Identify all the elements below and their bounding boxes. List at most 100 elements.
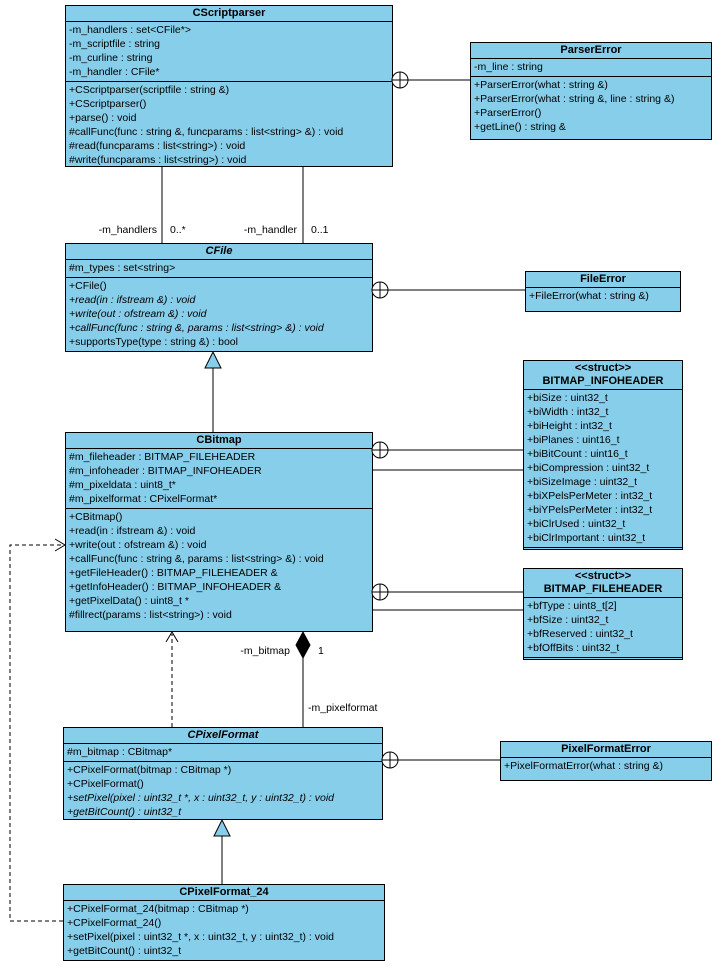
attributes-compartment: #m_bitmap : CBitmap* xyxy=(64,744,382,762)
methods-compartment: +CFile() +read(in : ifstream &) : void +wr… xyxy=(66,278,372,351)
attribute-row: +bfOffBits : uint32_t xyxy=(527,642,620,654)
attribute-row: #m_bitmap : CBitmap* xyxy=(67,746,173,758)
attribute-row: -m_handler : CFile* xyxy=(69,66,160,78)
anchor-cbitmap-infoheader-circle-plus-icon xyxy=(371,441,389,459)
method-row: +getBitCount() : uint32_t xyxy=(67,806,182,818)
attribute-row: +biYPelsPerMeter : int32_t xyxy=(527,504,653,516)
attribute-row: -m_curline : string xyxy=(69,52,153,64)
attributes-compartment: #m_types : set<string> xyxy=(66,260,372,278)
method-row: +CScriptparser(scriptfile : string &) xyxy=(69,84,230,96)
attribute-row: +biHeight : int32_t xyxy=(527,420,612,432)
method-row: +CBitmap() xyxy=(69,511,123,523)
method-row: +setPixel(pixel : uint32_t *, x : uint32… xyxy=(67,931,335,943)
attribute-row: +biSize : uint32_t xyxy=(527,392,608,404)
methods-compartment-empty xyxy=(524,658,682,659)
method-row: +getFileHeader() : BITMAP_FILEHEADER & xyxy=(69,567,278,579)
attribute-row: #m_pixelformat : CPixelFormat* xyxy=(69,493,218,505)
anchor-cfile-fileerror-circle-plus-icon xyxy=(371,281,389,299)
method-row: +read(in : ifstream &) : void xyxy=(69,294,196,306)
attributes-compartment: +biSize : uint32_t +biWidth : int32_t +biH… xyxy=(524,390,682,548)
attribute-row: #m_infoheader : BITMAP_INFOHEADER xyxy=(69,465,262,477)
class-box-CScriptparser[interactable]: CScriptparser-m_handlers : set<CFile*>-m… xyxy=(65,5,393,167)
attribute-row: #m_pixeldata : uint8_t* xyxy=(69,479,176,491)
methods-compartment: +ParserError(what : string &) +ParserErro… xyxy=(471,77,711,139)
class-name: PixelFormatError xyxy=(561,743,651,755)
attribute-row: -m_handlers : set<CFile*> xyxy=(69,24,191,36)
class-box-CBitmap[interactable]: CBitmap #m_fileheader : BITMAP_FILEHEADER… xyxy=(65,432,373,632)
attributes-compartment: +bfType : uint8_t[2]+bfSize : uint32_t+b… xyxy=(524,598,682,658)
class-stereotype: <<struct>> xyxy=(574,570,632,582)
class-box-BITMAP_INFOHEADER[interactable]: <<struct>>BITMAP_INFOHEADER+biSize : uin… xyxy=(523,360,683,550)
method-row: +CPixelFormat() xyxy=(67,778,144,790)
class-box-CFile[interactable]: CFile #m_types : set<string> +CFile() +read… xyxy=(65,243,373,352)
method-row: +FileError(what : string &) xyxy=(529,290,649,302)
attribute-row: +biClrUsed : uint32_t xyxy=(527,518,626,530)
multiplicity-label-bitmap: 1 xyxy=(318,645,324,657)
method-row: +callFunc(func : string &, params : list… xyxy=(69,322,324,334)
method-row: +ParserError(what : string &) xyxy=(474,79,608,91)
anchor-cbitmap-fileheader-circle-plus-icon xyxy=(371,583,389,601)
method-row: +ParserError() xyxy=(474,107,542,119)
attribute-row: #m_fileheader : BITMAP_FILEHEADER xyxy=(69,451,256,463)
class-title: PixelFormatError xyxy=(501,742,711,758)
class-box-CPixelFormat_24[interactable]: CPixelFormat_24+CPixelFormat_24(bitmap :… xyxy=(63,884,385,961)
class-name: BITMAP_FILEHEADER xyxy=(543,583,663,595)
attribute-row: +biWidth : int32_t xyxy=(527,406,609,418)
attribute-row: +biCompression : uint32_t xyxy=(527,462,650,474)
role-label-m-handlers: -m_handlers xyxy=(98,224,157,236)
method-row: +CPixelFormat_24() xyxy=(67,917,162,929)
method-row: #callFunc(func : string &, funcparams : … xyxy=(69,126,344,138)
class-title: FileError xyxy=(526,272,680,288)
method-row: +getPixelData() : uint8_t * xyxy=(69,595,189,607)
class-box-ParserError[interactable]: ParserError -m_line : string +ParserError(… xyxy=(470,42,712,140)
attribute-row: #m_types : set<string> xyxy=(69,262,176,274)
method-row: +CScriptparser() xyxy=(69,98,147,110)
attribute-row: -m_line : string xyxy=(474,61,543,73)
role-label-m-pixelformat: -m_pixelformat xyxy=(308,702,378,714)
dependency-cpixelformat-cbitmap-arrowhead-icon xyxy=(165,631,179,643)
method-row: +setPixel(pixel : uint32_t *, x : uint32… xyxy=(67,792,335,804)
anchor-cpixelformat-pixelformaterror-circle-plus-icon xyxy=(381,751,399,769)
class-box-BITMAP_FILEHEADER[interactable]: <<struct>>BITMAP_FILEHEADER +bfType : uin… xyxy=(523,568,683,660)
methods-compartment: +CPixelFormat_24(bitmap : CBitmap *)+CPi… xyxy=(64,901,384,960)
methods-compartment: +PixelFormatError(what : string &) xyxy=(501,758,711,780)
role-label-m-bitmap: -m_bitmap xyxy=(240,645,290,657)
class-name: CBitmap xyxy=(196,434,242,446)
methods-compartment: +CBitmap() +read(in : ifstream &) : void +… xyxy=(66,509,372,631)
methods-compartment: +CPixelFormat(bitmap : CBitmap *) +CPixel… xyxy=(64,762,382,819)
attribute-row: +biPlanes : uint16_t xyxy=(527,434,620,446)
method-row: +getInfoHeader() : BITMAP_INFOHEADER & xyxy=(69,581,282,593)
class-box-FileError[interactable]: FileError +FileError(what : string &) xyxy=(525,271,681,312)
class-name: CPixelFormat xyxy=(187,729,259,741)
dependency-cpixelformat24-cbitmap-arrowhead-icon xyxy=(54,538,66,552)
multiplicity-label-handler: 0..1 xyxy=(311,224,329,236)
method-row: +CPixelFormat(bitmap : CBitmap *) xyxy=(67,764,232,776)
attributes-compartment: -m_handlers : set<CFile*> -m_scriptfile :… xyxy=(66,22,392,82)
method-row: +read(in : ifstream &) : void xyxy=(69,525,196,537)
method-row: +CFile() xyxy=(69,280,107,292)
class-box-PixelFormatError[interactable]: PixelFormatError +PixelFormatError(what :… xyxy=(500,741,712,781)
dependency-cpixelformat24-cbitmap[interactable] xyxy=(9,544,63,922)
class-title: CScriptparser xyxy=(66,6,392,22)
class-title: ParserError xyxy=(471,43,711,59)
class-box-CPixelFormat[interactable]: CPixelFormat #m_bitmap : CBitmap* +CPixelF… xyxy=(63,727,383,820)
attribute-row: -m_scriptfile : string xyxy=(69,38,161,50)
attributes-compartment: -m_line : string xyxy=(471,59,711,77)
class-title: CBitmap xyxy=(66,433,372,449)
anchor-cscriptparser-parsererror-circle-plus-icon xyxy=(391,71,409,89)
methods-compartment: +CScriptparser(scriptfile : string &) +CS… xyxy=(66,82,392,166)
method-row: #read(funcparams : list<string>) : void xyxy=(69,140,246,152)
method-row: +supportsType(type : string &) : bool xyxy=(69,336,238,348)
method-row: +write(out : ofstream &) : void xyxy=(69,308,207,320)
class-name: ParserError xyxy=(560,44,622,56)
class-name: BITMAP_INFOHEADER xyxy=(542,375,664,387)
class-title: CFile xyxy=(66,244,372,260)
attribute-row: +bfSize : uint32_t xyxy=(527,614,609,626)
role-label-m-handler: -m_handler xyxy=(243,224,297,236)
method-row: +getLine() : string & xyxy=(474,121,566,133)
attribute-row: +biSizeImage : uint32_t xyxy=(527,476,638,488)
class-title: CPixelFormat_24 xyxy=(64,885,384,901)
class-stereotype: <<struct>> xyxy=(574,362,632,374)
class-title: <<struct>>BITMAP_INFOHEADER xyxy=(524,361,682,390)
